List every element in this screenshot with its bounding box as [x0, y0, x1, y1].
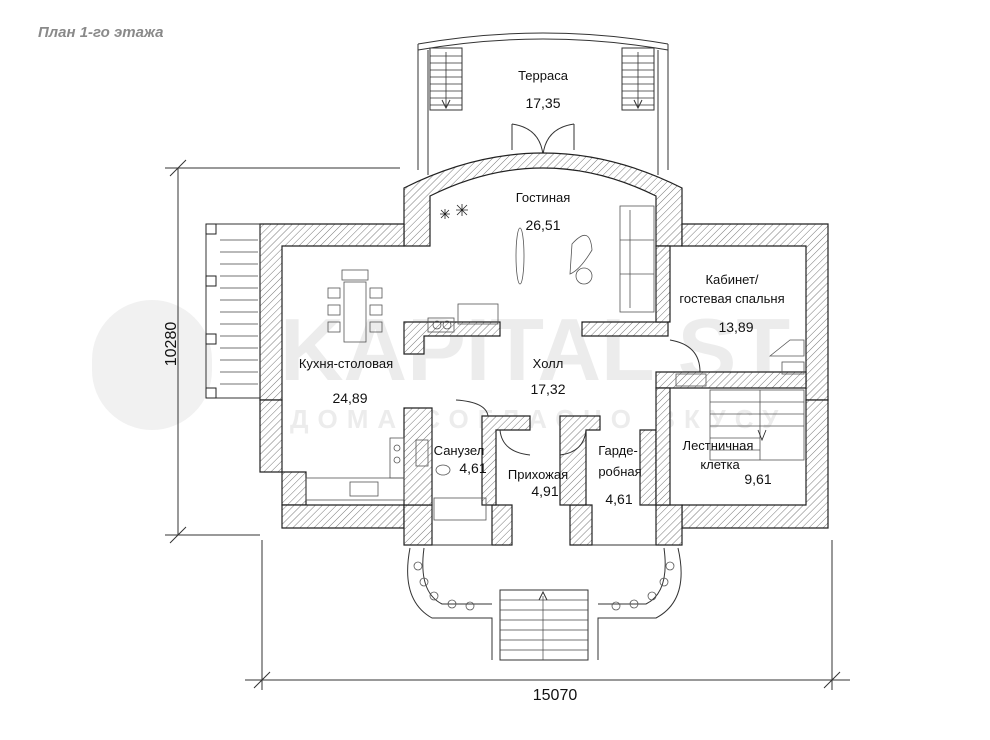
kitchen-name: Кухня-столовая — [299, 356, 393, 371]
entrance-name: Прихожая — [508, 467, 568, 482]
cabinet-name-2: гостевая спальня — [679, 291, 784, 306]
entrance-porch — [407, 547, 682, 661]
dimension-width: 15070 — [533, 687, 578, 704]
entrance-area: 4,91 — [531, 483, 558, 499]
cabinet-area: 13,89 — [718, 319, 753, 335]
bathroom-name: Санузел — [434, 443, 485, 458]
plan-title: План 1-го этажа — [38, 24, 164, 41]
hall-name: Холл — [533, 356, 564, 371]
left-porch — [205, 223, 261, 399]
terrace — [417, 32, 669, 175]
living-area: 26,51 — [525, 217, 560, 233]
watermark-tagline: ДОМА СОГЛАСНО ВКУСУ — [290, 404, 787, 434]
wardrobe-name-2: робная — [598, 464, 641, 479]
hall-area: 17,32 — [530, 381, 565, 397]
dimension-height: 10280 — [163, 322, 180, 367]
living-name: Гостиная — [516, 190, 571, 205]
stairwell-name-2: клетка — [700, 457, 740, 472]
furniture — [305, 204, 805, 521]
watermark: KAPITAL ST ДОМА СОГЛАСНО ВКУСУ — [92, 300, 790, 434]
exterior-walls — [259, 152, 829, 546]
terrace-area: 17,35 — [525, 95, 560, 111]
wardrobe-name-1: Гарде- — [598, 443, 638, 458]
wardrobe-area: 4,61 — [605, 491, 632, 507]
stairwell-name-1: Лестничная — [683, 438, 754, 453]
terrace-name: Терраса — [518, 68, 569, 83]
dimension-lines — [165, 159, 850, 690]
cabinet-name-1: Кабинет/ — [705, 272, 758, 287]
bathroom-area: 4,61 — [459, 460, 486, 476]
kitchen-area: 24,89 — [332, 390, 367, 406]
stairwell-area: 9,61 — [744, 471, 771, 487]
interior-stairs — [709, 389, 805, 461]
interior-walls — [403, 245, 807, 506]
